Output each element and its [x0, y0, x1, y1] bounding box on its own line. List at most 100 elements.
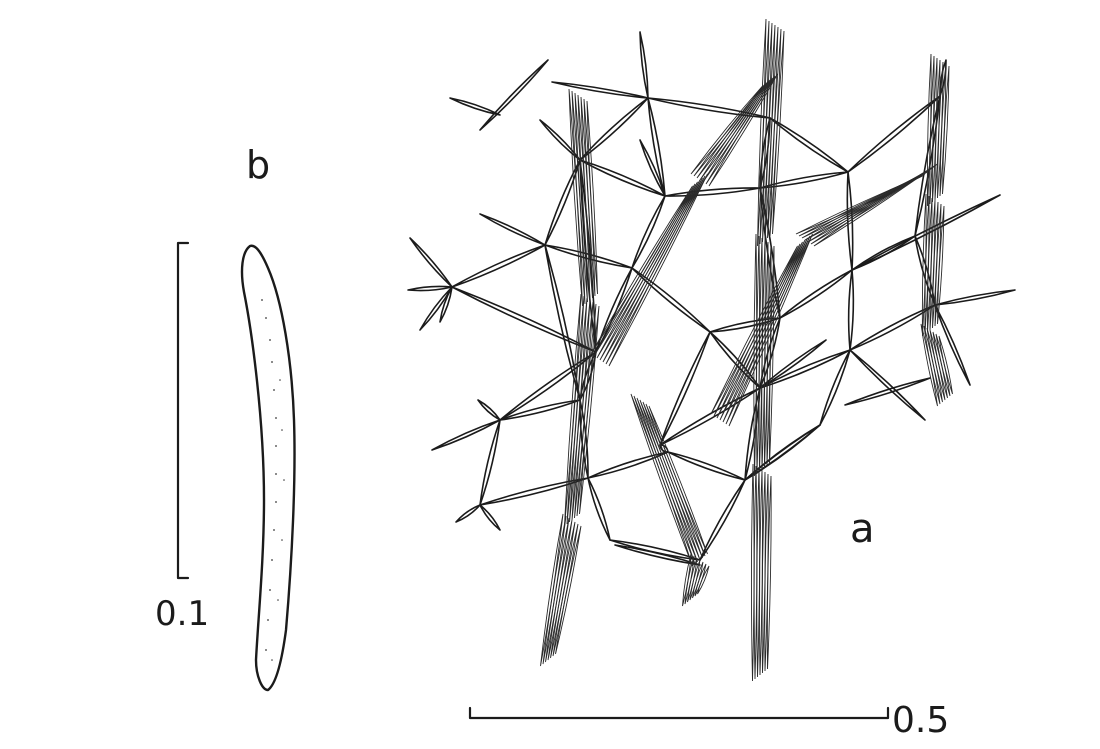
spicule: [569, 297, 588, 523]
spicule-b-stipple: [261, 299, 285, 661]
spicule: [687, 557, 698, 603]
spicule: [579, 97, 649, 161]
spicule: [728, 233, 813, 427]
spicule: [756, 467, 761, 678]
spicule: [479, 504, 501, 531]
spicule: [579, 399, 589, 479]
spicule: [407, 285, 453, 292]
spicule: [642, 401, 703, 559]
spicule: [551, 81, 649, 99]
spicule: [756, 235, 760, 475]
spicule: [544, 244, 581, 401]
spicule: [689, 559, 701, 601]
spicule: [690, 85, 763, 175]
spicule: [929, 55, 935, 205]
panel-a-label: a: [850, 506, 875, 552]
spicule: [545, 517, 570, 663]
panel-b-label: b: [246, 143, 270, 187]
spicule: [479, 419, 501, 506]
spicule: [479, 213, 546, 246]
spicule: [851, 194, 1001, 271]
spicule: [722, 237, 808, 423]
spicule: [939, 63, 947, 197]
spicule: [932, 331, 948, 399]
spicule: [547, 519, 573, 661]
skeleton-network: [407, 18, 1016, 682]
spicule: [713, 243, 801, 417]
spicule: [937, 205, 945, 325]
spicule: [769, 117, 849, 173]
panel-b: b 0.1: [155, 143, 296, 692]
spicule: [759, 349, 851, 389]
spicule: [419, 286, 453, 331]
spicule: [767, 26, 779, 239]
spicule: [576, 303, 597, 517]
spicule: [942, 65, 950, 195]
spicule: [605, 175, 706, 365]
spicule: [542, 515, 567, 665]
scale-bar-a: [468, 706, 890, 720]
spicule: [759, 469, 763, 676]
spicule: [694, 563, 707, 597]
spicule: [702, 77, 773, 183]
spicule: [552, 523, 579, 657]
spicule: [772, 30, 785, 235]
spicule: [609, 539, 701, 561]
spicule: [664, 187, 761, 197]
spicule: [583, 98, 596, 297]
spicule: [697, 565, 710, 595]
spicule: [590, 185, 693, 355]
spicule: [451, 244, 546, 288]
spicule: [764, 473, 769, 672]
spicule: [579, 305, 600, 515]
scale-bar-b-value: 0.1: [155, 594, 209, 634]
spicule: [923, 325, 941, 405]
spicule: [455, 504, 481, 523]
spicule: [763, 241, 769, 469]
spicule: [844, 377, 931, 406]
spicule: [769, 28, 782, 237]
spicule: [479, 59, 549, 131]
spicule: [926, 327, 943, 403]
spicule: [602, 177, 703, 363]
spicule: [574, 301, 594, 519]
spicule: [682, 553, 692, 607]
spicule: [750, 463, 755, 682]
spicule: [633, 395, 696, 565]
spicule: [586, 100, 598, 295]
spicule: [929, 329, 946, 401]
spicule: [593, 183, 696, 357]
spicule: [587, 451, 669, 479]
spicule: [439, 286, 453, 323]
spicule: [849, 349, 926, 421]
spicule: [708, 73, 778, 187]
panel-a: a 0.5: [407, 18, 1016, 741]
spicule: [813, 163, 938, 247]
spicule: [766, 475, 772, 670]
spicule: [716, 241, 803, 419]
spicule: [667, 451, 746, 481]
spicule: [693, 83, 766, 177]
spicule: [477, 399, 501, 421]
spicule: [934, 203, 942, 327]
spicule: [539, 119, 581, 161]
spicule: [847, 269, 855, 351]
spicule: [540, 513, 564, 667]
spicule: [684, 555, 695, 605]
spicule: [639, 31, 649, 99]
spicule: [566, 295, 585, 525]
spicule: [937, 61, 944, 199]
spicule: [710, 245, 798, 415]
spicule: [692, 561, 704, 599]
spicule: [571, 90, 586, 305]
spicule: [696, 81, 768, 179]
spicule: [699, 479, 746, 561]
spicule: [934, 289, 1016, 306]
spicule: [935, 333, 951, 397]
scale-bar-b: [176, 241, 190, 580]
spicule: [705, 75, 776, 185]
spicule: [608, 173, 708, 367]
spicule: [725, 235, 811, 425]
spicule: [614, 544, 701, 566]
